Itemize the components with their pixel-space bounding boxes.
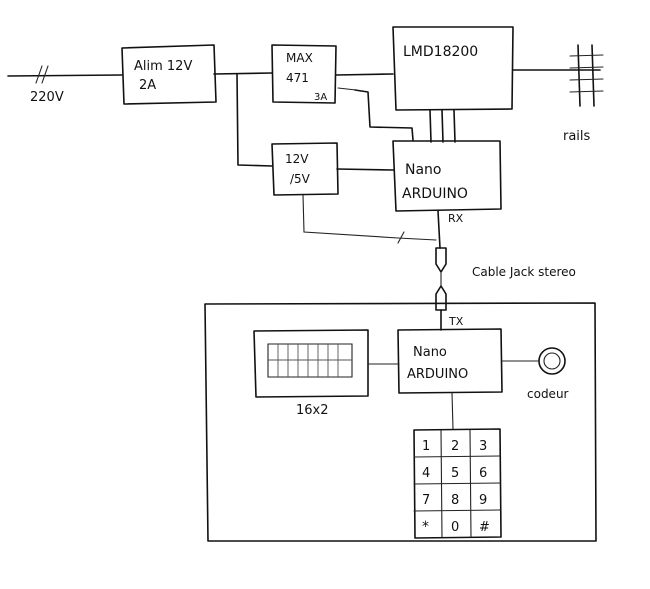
key-6: 6 <box>479 466 487 481</box>
max-current-label: 3A <box>314 92 327 103</box>
alim-box: Alim 12V 2A <box>121 44 217 105</box>
input-voltage-label: 220V <box>30 90 64 105</box>
key-star: * <box>422 519 429 535</box>
key-4: 4 <box>422 466 430 481</box>
key-9: 9 <box>479 493 487 508</box>
wire-driver-nano-1 <box>429 109 432 143</box>
encoder-label: codeur <box>527 387 569 401</box>
nano2-label-line1: Nano <box>413 345 447 360</box>
max-label-line1: MAX <box>286 51 313 65</box>
mains-input: 220V <box>7 65 123 105</box>
cable-label: Cable Jack stereo <box>472 265 576 279</box>
jack-plug-upper <box>435 247 447 287</box>
key-8: 8 <box>451 493 459 508</box>
wire-max-out <box>337 87 357 91</box>
wire-max-driver <box>335 73 394 76</box>
alim-label-line1: Alim 12V <box>134 59 192 74</box>
nano1-label-line2: ARDUINO <box>402 186 468 202</box>
key-2: 2 <box>451 439 459 454</box>
lcd-display: 16x2 <box>253 329 369 418</box>
regulator-label-line2: /5V <box>290 172 311 186</box>
alim-label-line2: 2A <box>139 78 156 93</box>
nano-arduino-1-box: Nano ARDUINO RX <box>392 140 502 225</box>
key-1: 1 <box>422 439 430 454</box>
driver-box: LMD18200 <box>392 26 514 111</box>
wire-tick <box>397 231 405 244</box>
max-box: MAX 471 3A <box>271 44 337 104</box>
wire-regulator-nano <box>336 168 394 171</box>
driver-label: LMD18200 <box>403 44 478 60</box>
key-0: 0 <box>451 520 459 535</box>
regulator-label-line1: 12V <box>285 152 309 166</box>
wire-rx <box>437 210 441 249</box>
key-3: 3 <box>479 439 487 454</box>
wire-alim-max <box>213 72 273 75</box>
rx-label: RX <box>448 212 464 225</box>
wire-driver-nano-2 <box>441 109 444 143</box>
rails-symbol: rails <box>563 44 604 144</box>
wire-max-nano <box>354 89 414 141</box>
nano-arduino-2-box: Nano ARDUINO <box>397 328 503 394</box>
max-label-line2: 471 <box>286 71 309 85</box>
handheld-enclosure <box>204 302 597 542</box>
key-7: 7 <box>422 493 430 508</box>
key-hash: # <box>479 520 490 535</box>
tx-label: TX <box>448 315 464 328</box>
regulator-box: 12V /5V <box>271 142 339 196</box>
rails-label: rails <box>563 129 591 144</box>
wire-driver-nano-3 <box>453 109 456 143</box>
nano2-label-line2: ARDUINO <box>407 367 468 382</box>
key-5: 5 <box>451 466 459 481</box>
wire-alim-regulator <box>236 73 273 167</box>
jack-plug-lower <box>435 285 447 331</box>
encoder-symbol: codeur <box>501 347 569 401</box>
wire-nano-keypad <box>451 392 454 430</box>
nano1-label-line1: Nano <box>405 162 442 178</box>
lcd-label: 16x2 <box>296 403 329 418</box>
wire-regulator-cable <box>302 194 437 241</box>
keypad: 1 2 3 4 5 6 7 8 9 * 0 # <box>413 428 502 539</box>
